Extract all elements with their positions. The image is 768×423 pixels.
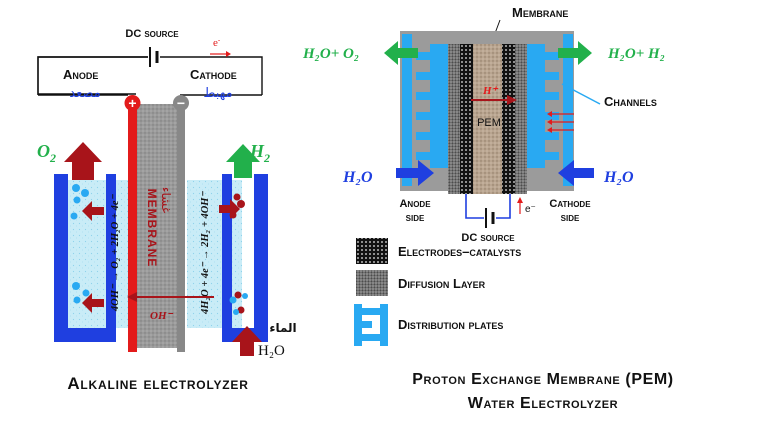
- pem-membrane-label: Membrane: [512, 5, 568, 20]
- hydroxide-label: OH⁻: [150, 310, 174, 322]
- anode-arrow-upper: [82, 201, 104, 221]
- pem-legend: Electrodes–catalysts Diffusion Layer Dis…: [354, 238, 521, 346]
- anode-terminal: [124, 95, 141, 111]
- legend-diffusion-label: Diffusion Layer: [398, 276, 486, 291]
- alkaline-membrane: [137, 104, 177, 348]
- cathode-terminal: [173, 95, 189, 111]
- cathode-vessel-inner: [222, 174, 232, 342]
- anode-side-label-1: Anode: [399, 198, 431, 210]
- oxygen-output-arrow: [384, 41, 418, 65]
- anode-vessel-outer: [54, 174, 68, 342]
- cathode-catalyst-electrode: [502, 44, 515, 194]
- plus-sign: +: [128, 95, 136, 111]
- electrode-swatch: [356, 238, 388, 264]
- pem-water-input-left-label: H₂O: [342, 169, 373, 186]
- membrane-arabic-label: غشاء: [159, 187, 173, 213]
- h-plus-label: H⁺: [482, 85, 499, 97]
- oxygen-bubbles: [70, 184, 90, 304]
- pem-left-output-label: H₂O+ O₂: [302, 46, 359, 62]
- cathode-arabic-label: مهبط: [203, 85, 232, 101]
- alkaline-electrolyzer: DC source e- Anode مصعد Cathode مهبط MEM…: [37, 28, 297, 393]
- hydrogen-output-arrow: [558, 41, 592, 65]
- anode-electrode: [128, 104, 137, 352]
- hydroxide-bubbles: [229, 293, 248, 315]
- cathode-vessel-outer: [254, 174, 268, 342]
- channels-label: Channels: [604, 94, 657, 109]
- dc-source-label: DC source: [125, 28, 179, 40]
- pem-water-input-right-arrow: [558, 160, 594, 186]
- h2-output-arrow: [226, 144, 260, 178]
- anode-vessel-base: [54, 328, 116, 342]
- dc-circuit-wire-top: [37, 56, 148, 95]
- pem-water-input-left-arrow: [396, 160, 434, 186]
- cathode-electrolyte: [187, 180, 242, 328]
- anode-catalyst-electrode: [460, 44, 473, 194]
- pem-caption-line-2: Water Electrolyzer: [468, 395, 618, 412]
- pem-water-input-right-label: H₂O: [603, 169, 634, 186]
- cathode-reaction: 4H₂O + 4e⁻ → 2H₂ + 4OH⁻: [200, 191, 211, 315]
- anode-arrow-lower: [82, 293, 104, 313]
- pem-circuit-wire: [465, 194, 484, 219]
- dc-circuit-wire-right: [160, 56, 263, 95]
- anode-distribution-plate: [402, 34, 448, 186]
- channels-pointer: [561, 83, 601, 105]
- pem-membrane: [473, 44, 502, 194]
- anode-label: Anode: [63, 67, 98, 82]
- membrane-label: MEMBRANE: [145, 189, 159, 268]
- o2-output-label: O2: [37, 141, 56, 165]
- cathode-side-label-1: Cathode: [549, 198, 591, 210]
- anode-side-label-2: side: [406, 212, 425, 224]
- pem-electrolyzer: Membrane H⁺ PEM: [302, 5, 673, 412]
- minus-sign: −: [177, 95, 185, 111]
- pem-electron-label: e⁻: [525, 204, 536, 215]
- cathode-label: Cathode: [190, 67, 237, 82]
- anode-diffusion-layer: [448, 44, 460, 194]
- cathode-electrode: [177, 104, 185, 352]
- alkaline-caption: Alkaline electrolyzer: [67, 374, 248, 393]
- water-arabic-label: الماء: [269, 321, 296, 335]
- cathode-channel-arrowheads: [547, 111, 552, 133]
- cathode-channel-arrows: [552, 113, 574, 131]
- electron-label: e-: [213, 36, 221, 49]
- diffusion-swatch: [356, 270, 388, 296]
- legend-electrodes-label: Electrodes–catalysts: [398, 244, 521, 259]
- anode-reaction: 4OH⁻ → O₂ + 2H₂O + 4e⁻: [110, 193, 121, 312]
- anode-vessel-inner: [106, 174, 116, 342]
- cathode-arrow-upper: [219, 199, 240, 219]
- cathode-distribution-plate: [527, 34, 573, 186]
- anode-arabic-label: مصعد: [69, 85, 100, 100]
- pem-caption-line-1: Proton Exchange Membrane (PEM): [412, 371, 673, 388]
- legend-plates-label: Distribution plates: [398, 317, 503, 332]
- pem-right-output-label: H₂O+ H₂: [607, 46, 665, 62]
- pem-circuit-wire-right: [496, 194, 511, 219]
- plate-swatch: [354, 304, 388, 346]
- water-input-arrow: [232, 326, 262, 356]
- o2-output-arrow: [64, 142, 102, 180]
- pem-dc-source-label: DC source: [461, 232, 515, 244]
- cathode-side-label-2: side: [561, 212, 580, 224]
- cathode-diffusion-layer: [515, 44, 527, 194]
- pem-label: PEM: [477, 117, 501, 129]
- water-input-label: H₂O: [258, 343, 285, 359]
